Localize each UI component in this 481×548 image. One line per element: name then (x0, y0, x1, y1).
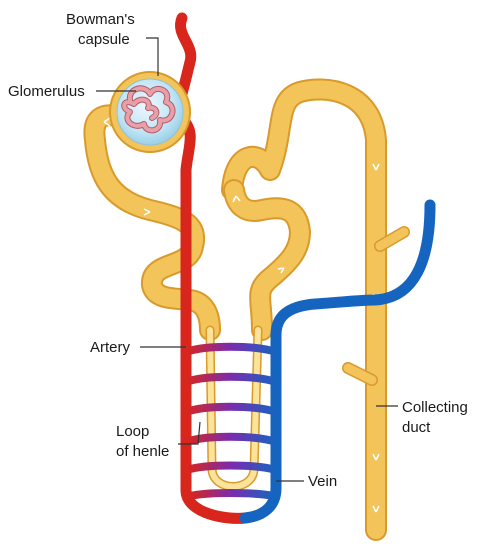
label-collecting-duct: Collecting duct (376, 399, 468, 436)
bowmans-capsule-leader (146, 38, 158, 76)
collecting-duct-label-line2: duct (402, 419, 431, 436)
bowmans-capsule-label-line1: Bowman's (66, 11, 135, 28)
vein-label: Vein (308, 473, 337, 490)
glomerulus-label: Glomerulus (8, 83, 85, 100)
label-bowmans-capsule: Bowman's capsule (66, 11, 158, 76)
bowmans-capsule-label-line2: capsule (78, 31, 130, 48)
label-vein: Vein (276, 473, 337, 490)
loop-of-henle-label-line1: Loop (116, 423, 149, 440)
collecting-duct-label-line1: Collecting (402, 399, 468, 416)
artery-label: Artery (90, 339, 131, 356)
capillary-network (186, 347, 276, 496)
label-artery: Artery (90, 339, 186, 356)
bowmans-capsule (110, 72, 190, 152)
loop-of-henle-label-line2: of henle (116, 443, 169, 460)
